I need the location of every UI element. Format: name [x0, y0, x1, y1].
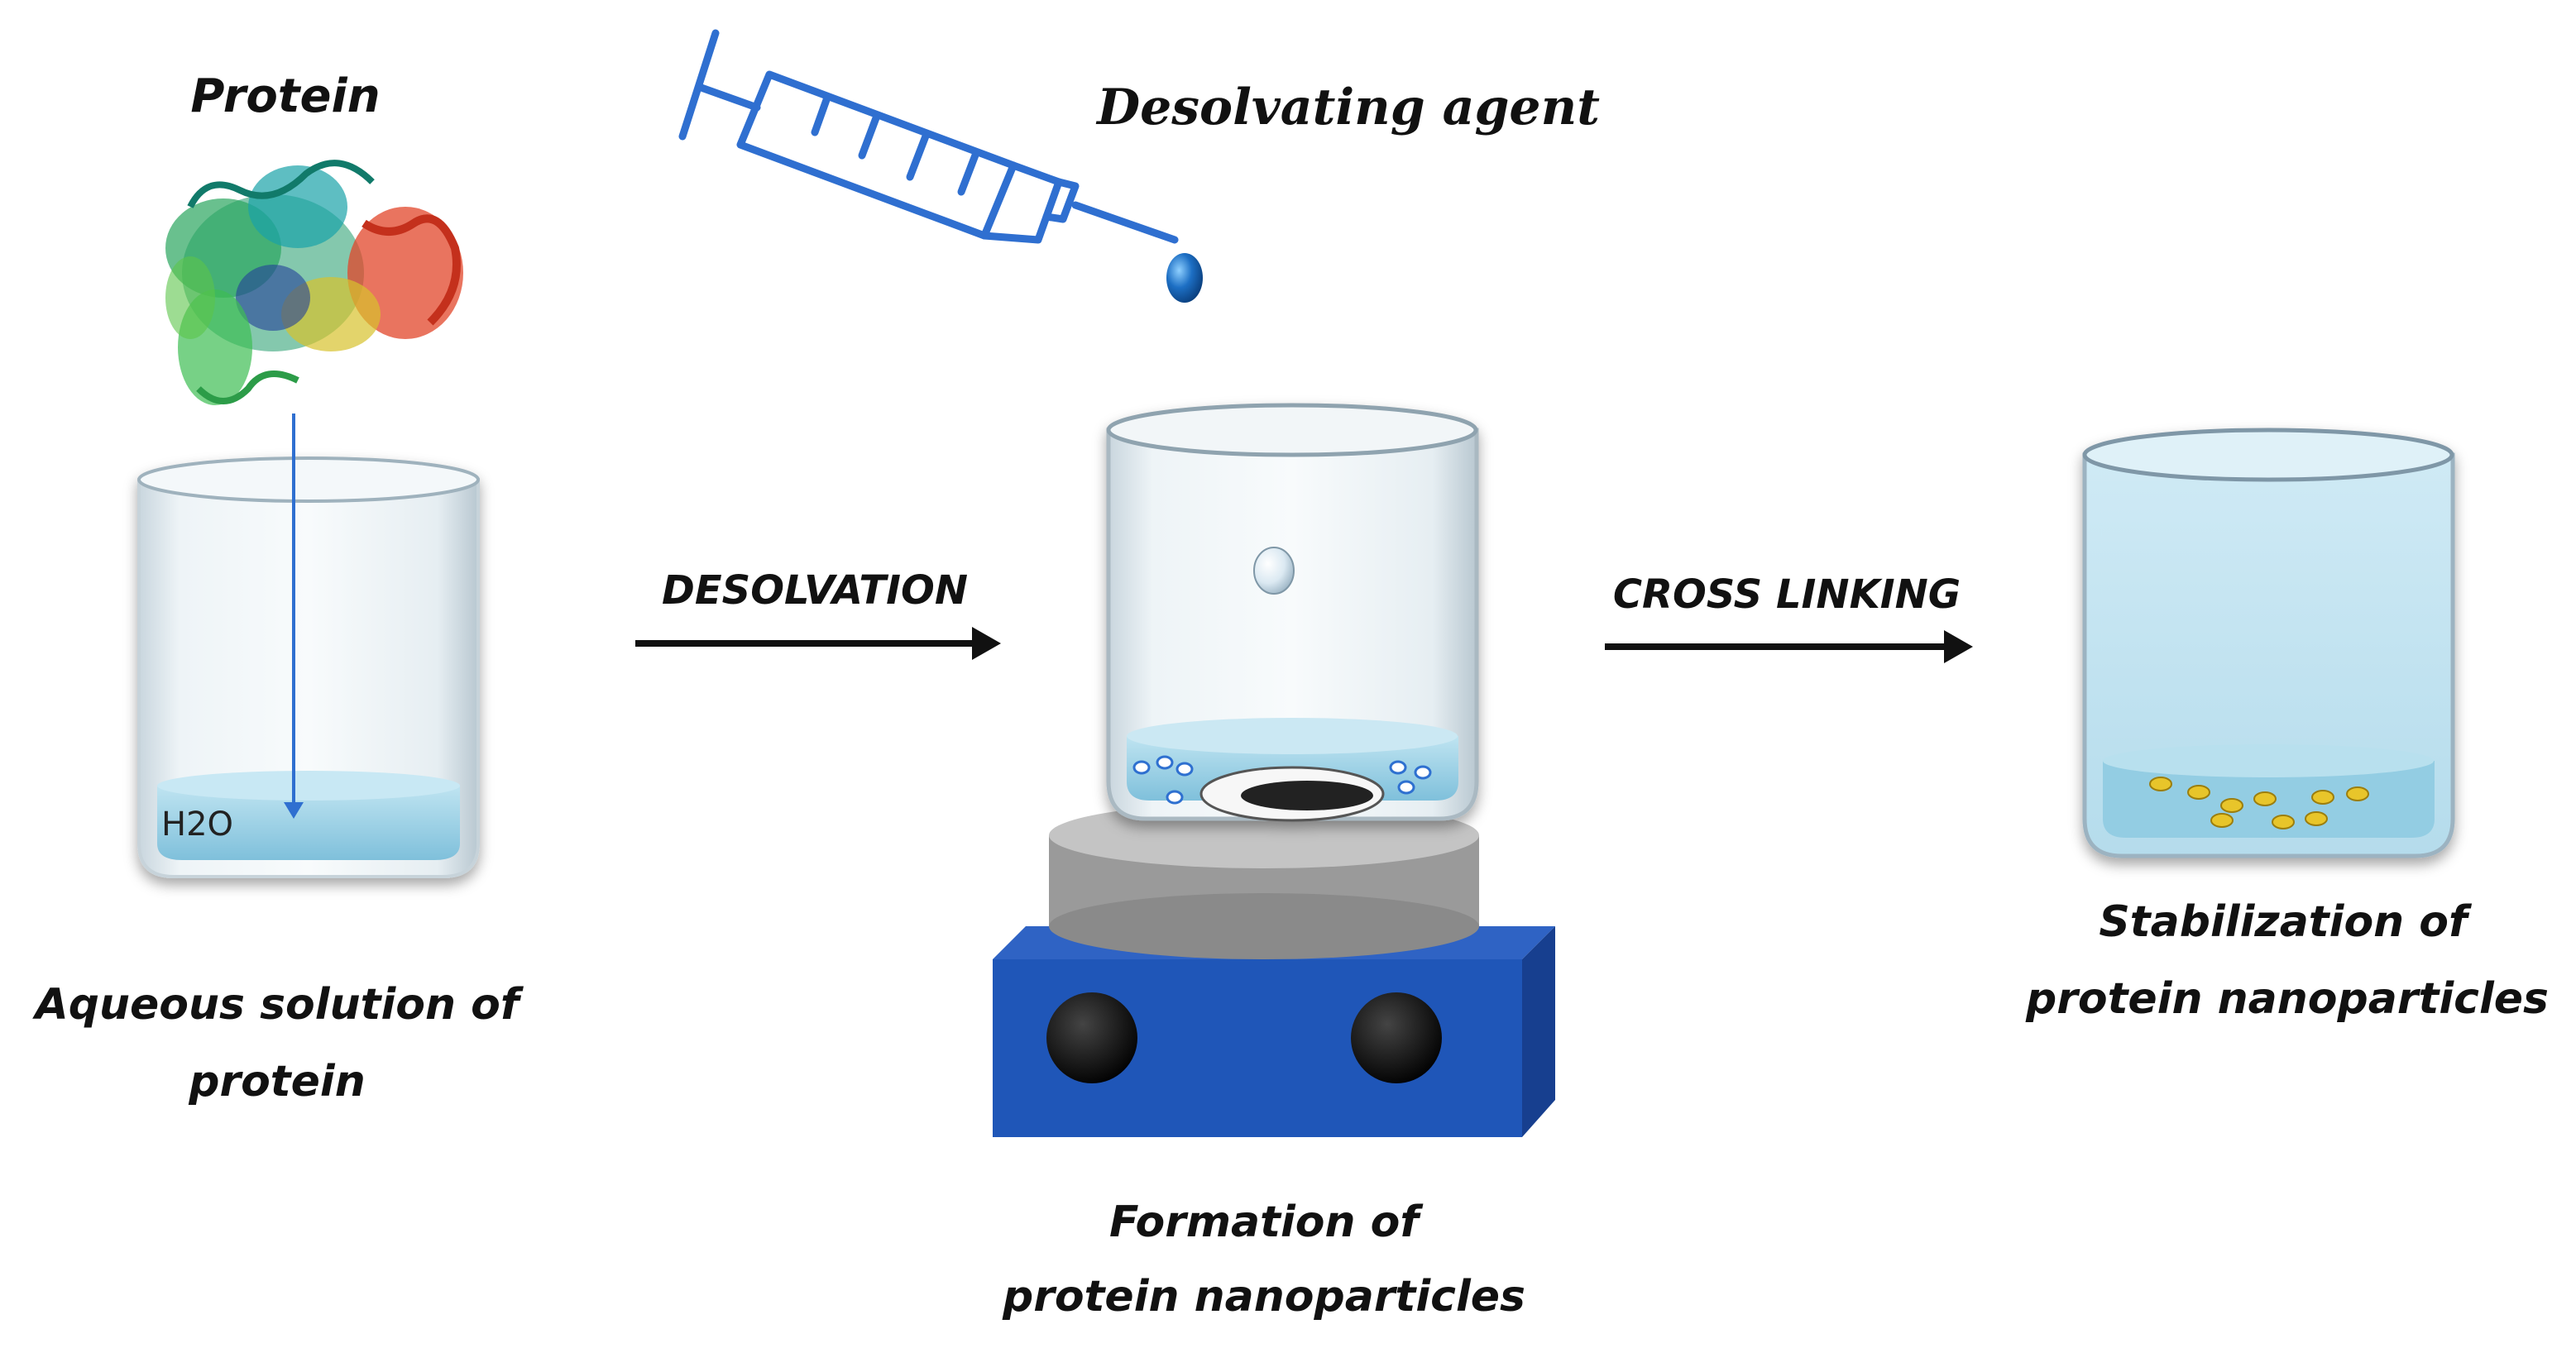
- magnetic-stirrer-icon: [993, 802, 1555, 1137]
- aqueous-label-line2: protein: [188, 1057, 366, 1107]
- stabilization-label-line2: protein nanoparticles: [2025, 974, 2549, 1024]
- formation-label-line1: Formation of: [1109, 1197, 1424, 1247]
- desolvation-arrow-head: [972, 627, 1001, 660]
- stirrer-knob-right: [1351, 992, 1442, 1083]
- stirrer-knob-left: [1046, 992, 1137, 1083]
- cross-linking-arrow-head: [1944, 630, 1973, 663]
- aqueous-beaker: [137, 457, 480, 878]
- aqueous-label-line1: Aqueous solution of: [32, 980, 524, 1030]
- syringe-icon: [678, 29, 1179, 244]
- dissolve-arrow-head: [284, 802, 304, 819]
- protein-structure-icon: [165, 160, 463, 405]
- desolvating-agent-label: Desolvating agent: [1095, 79, 1600, 136]
- protein-label: Protein: [190, 69, 380, 123]
- stabilization-label-line1: Stabilization of: [2099, 897, 2473, 947]
- formation-label-line2: protein nanoparticles: [1002, 1272, 1525, 1322]
- stirred-beaker: [1106, 403, 1479, 822]
- h2o-label: H2O: [161, 805, 233, 844]
- nanoparticles: [2149, 777, 2369, 829]
- desolvation-label: DESOLVATION: [662, 567, 968, 614]
- stabilization-beaker: [2082, 428, 2455, 858]
- cross-linking-label: CROSS LINKING: [1613, 571, 1961, 618]
- rising-bubble: [1253, 547, 1295, 595]
- desolvating-droplet: [1166, 253, 1203, 303]
